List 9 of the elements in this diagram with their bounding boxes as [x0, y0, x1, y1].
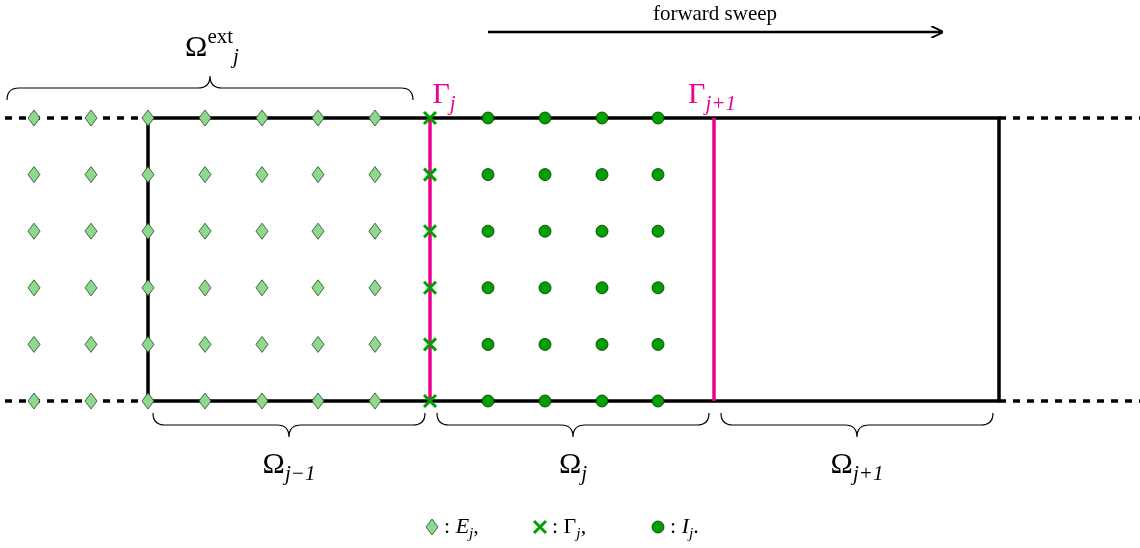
domain-label: Ω$_{j+1}$: [830, 448, 884, 485]
legend-text: : I$_{j}$.: [670, 515, 699, 540]
domain-label: Ω$_{j−1}$: [262, 448, 316, 485]
legend-text: : E$_{j}$,: [444, 515, 479, 540]
interface-label: Γ$_{j+1}$: [688, 78, 736, 115]
legend-text: : Γ$_{j}$,: [552, 515, 587, 540]
interface-label: Γ$_{j}$: [432, 78, 456, 115]
domain-label: Ω$_{j}$: [558, 448, 588, 485]
arrow-label: forward sweep: [652, 3, 778, 24]
